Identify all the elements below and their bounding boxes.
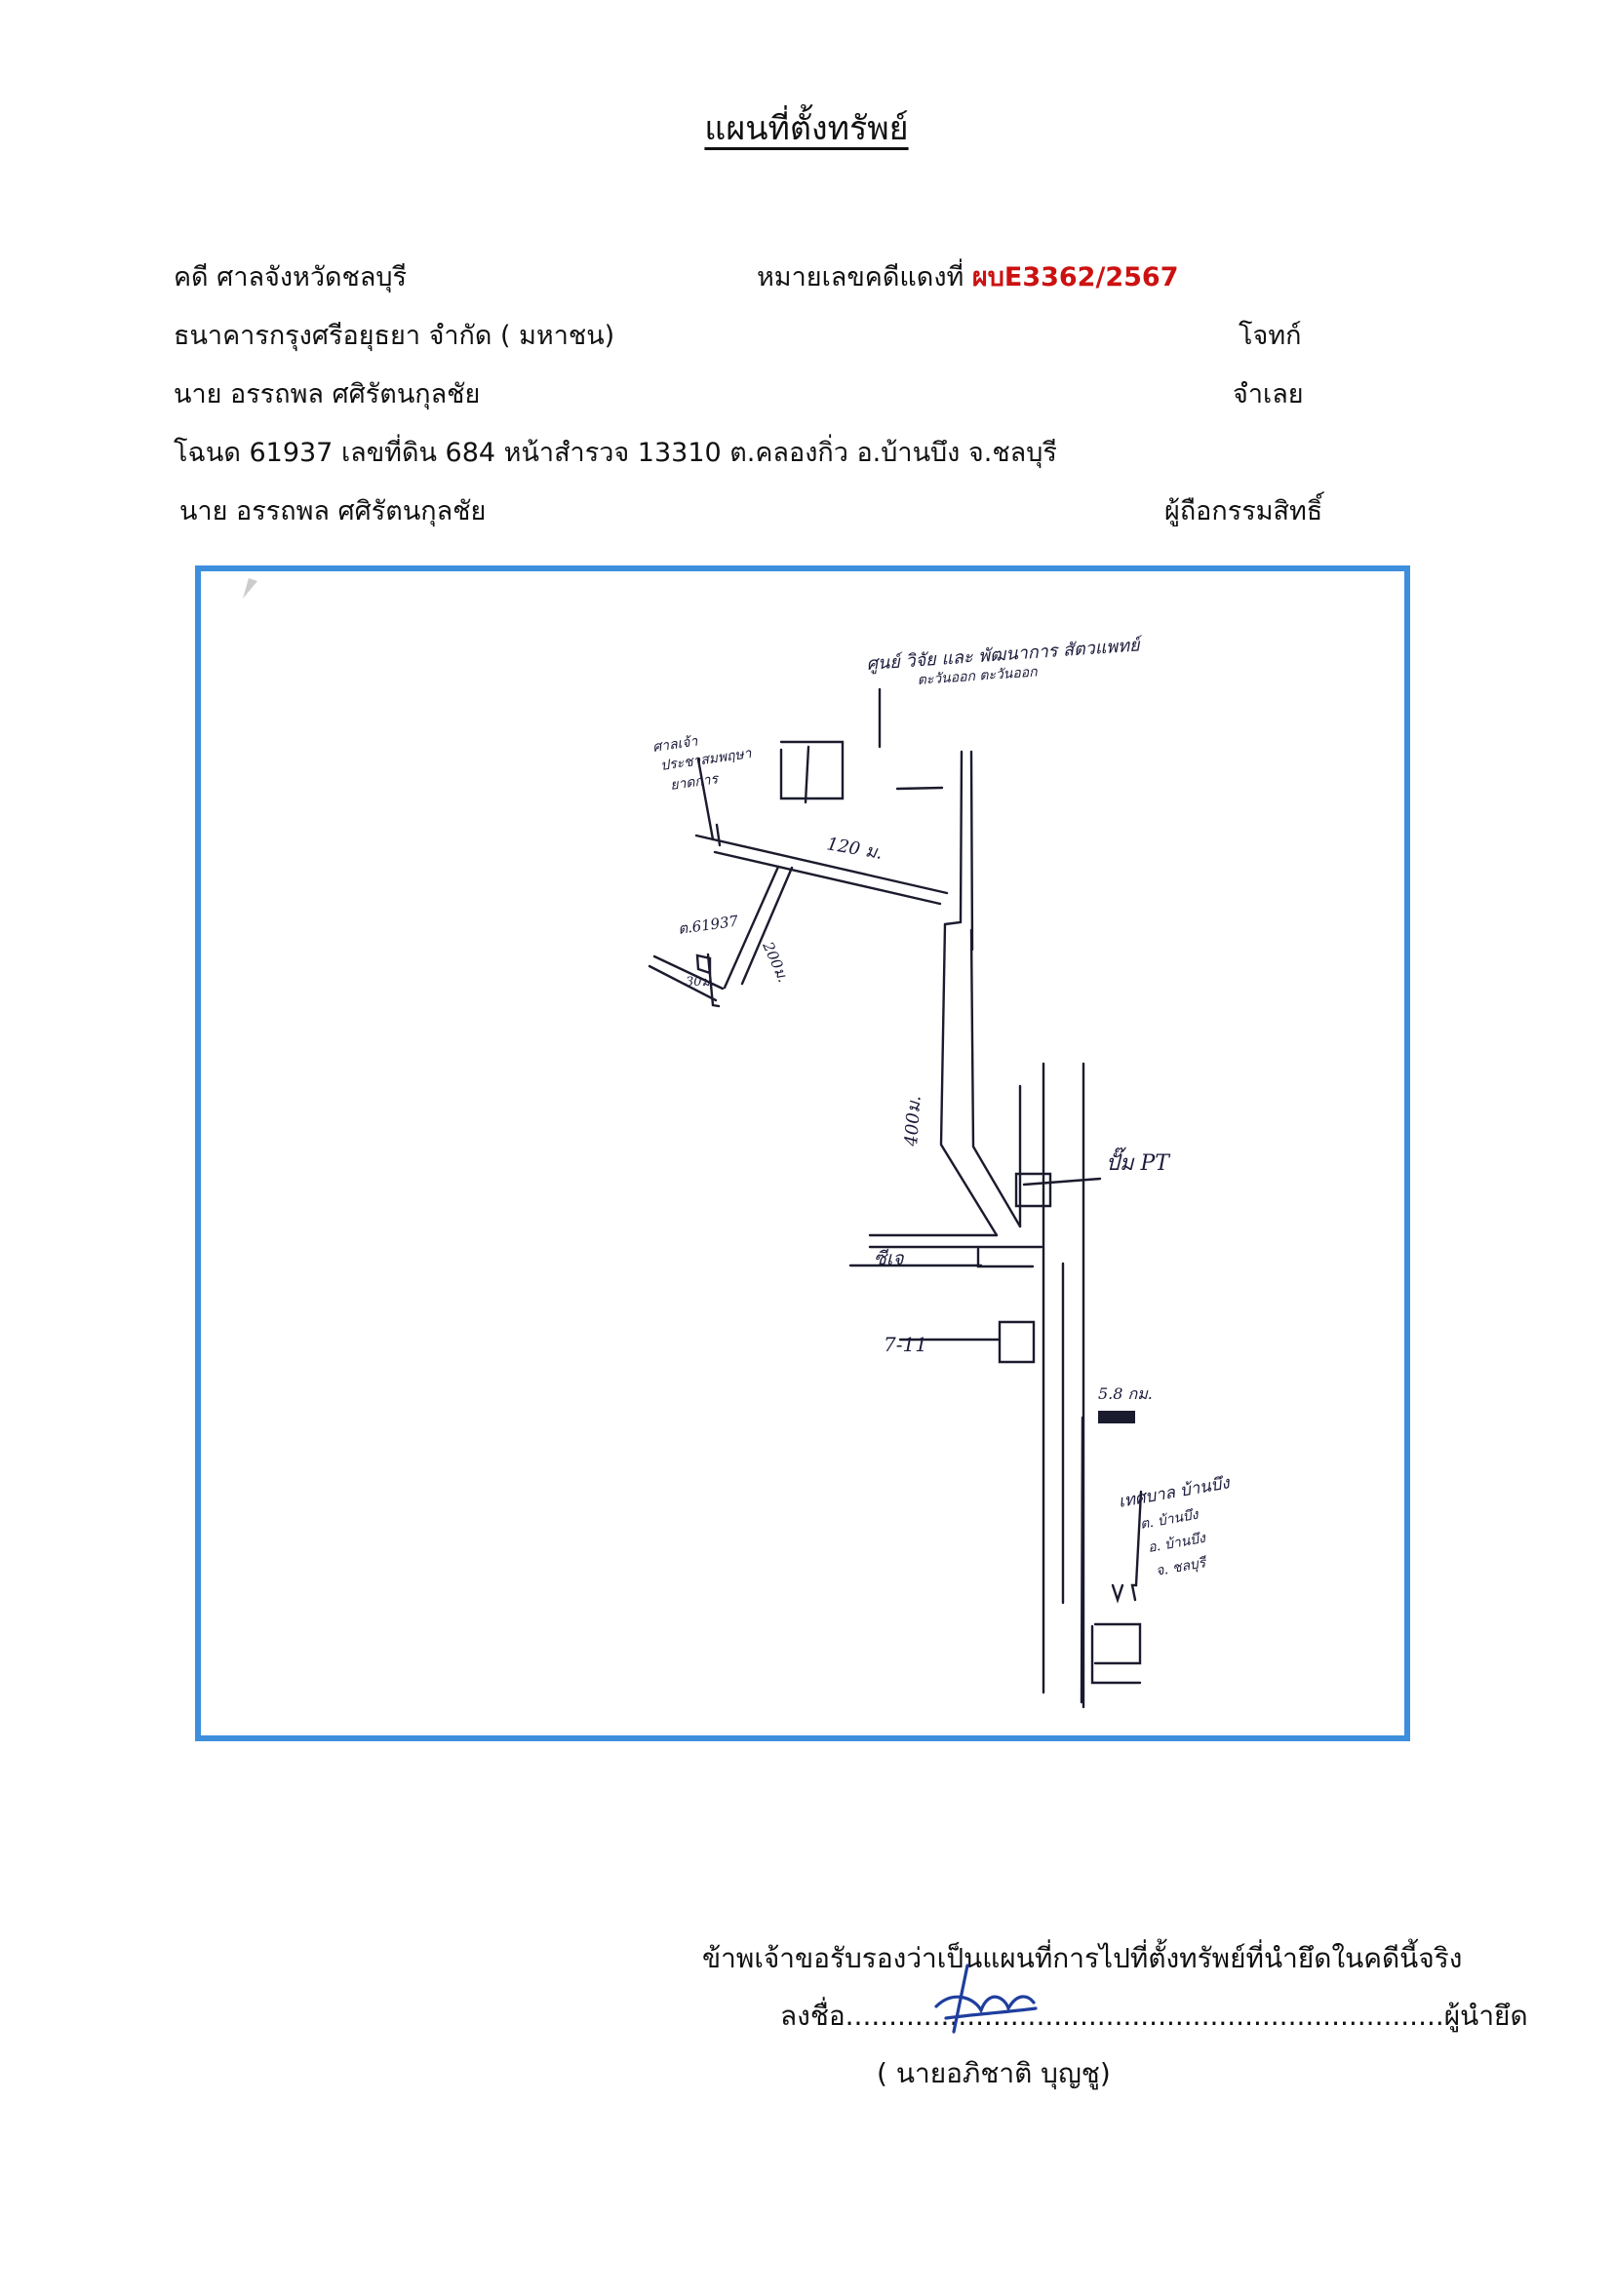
main-road-left-edge: [943, 750, 964, 926]
case-number-line: หมายเลขคดีแดงที่ ผบE3362/2567: [757, 255, 1178, 297]
defendant-role: จำเลย: [1233, 379, 1304, 409]
label-pump: ปั๊ม PT: [1106, 1147, 1171, 1176]
plaintiff-role: โจทก์: [1239, 321, 1302, 351]
label-municipality: เทศบาล บ้านบึง: [1117, 1473, 1232, 1512]
label-distance-km: 5.8 กม.: [1098, 1384, 1153, 1403]
plaintiff-name: ธนาคารกรุงศรีอยุธยา จำกัด ( มหาชน): [174, 321, 615, 351]
certification-statement: ข้าพเจ้าขอรับรองว่าเป็นแผนที่การไปที่ตั้…: [702, 1942, 1463, 1974]
scribble-mark: [1098, 1411, 1135, 1423]
label-120m: 120 ม.: [825, 834, 884, 864]
label-deed: ต.61937: [677, 912, 740, 938]
label-shop: ซีเจ: [874, 1248, 904, 1269]
deed-line: โฉนด 61937 เลขที่ดิน 684 หน้าสำรวจ 13310…: [174, 438, 1057, 468]
owner-name: นาย อรรถพล ศศิรัตนกุลชัย: [179, 496, 487, 526]
signature-line: ลงชื่อ..................................…: [780, 2000, 1528, 2032]
label-municipality-3: อ. บ้านบึง: [1147, 1531, 1207, 1556]
court-label: คดี ศาลจังหวัดชลบุรี: [174, 262, 408, 292]
case-number-label: หมายเลขคดีแดงที่: [757, 262, 964, 292]
handwritten-signature: [934, 1964, 1038, 2034]
label-200m: 200ม.: [759, 938, 792, 985]
label-shrine-3: ยาดการ: [669, 771, 720, 794]
label-7-11: 7-11: [884, 1333, 927, 1356]
label-30m: 30ม.: [686, 975, 714, 990]
document-title: แผนที่ตั้งทรัพย์: [704, 109, 909, 148]
case-number-value: ผบE3362/2567: [971, 262, 1179, 292]
owner-role: ผู้ถือกรรมสิทธิ์: [1164, 496, 1323, 526]
label-municipality-4: จ. ชลบุรี: [1155, 1555, 1209, 1579]
hand-drawn-map: ศูนย์ วิจัย และ พัฒนาการ สัตวแพทย์ ตะวัน…: [243, 578, 1233, 1709]
label-400m: 400ม.: [901, 1095, 925, 1148]
defendant-name: นาย อรรถพล ศศิรัตนกุลชัย: [174, 379, 481, 409]
signer-name: ( นายอภิชาติ บุญชู): [877, 2057, 1111, 2089]
label-shrine: ศาลเจ้า: [651, 734, 699, 756]
label-municipality-2: ต. บ้านบึง: [1139, 1507, 1200, 1533]
location-map-frame: ศูนย์ วิจัย และ พัฒนาการ สัตวแพทย์ ตะวัน…: [195, 565, 1410, 1741]
